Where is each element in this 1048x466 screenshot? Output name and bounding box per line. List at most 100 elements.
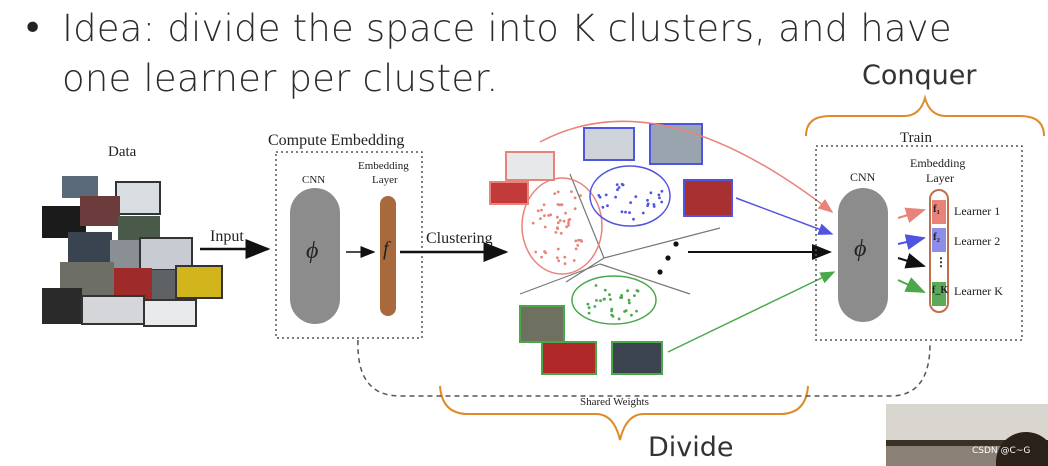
cluster-point — [562, 219, 566, 223]
green-sample-image — [519, 305, 565, 343]
cluster-point — [563, 255, 567, 259]
learner-2-arrow — [897, 234, 926, 250]
cnn-label-right: CNN — [850, 170, 876, 184]
cluster-point — [610, 307, 614, 311]
cluster-point — [629, 201, 632, 205]
cluster-point — [534, 250, 538, 254]
cluster-point — [573, 207, 577, 211]
cluster-point — [573, 196, 577, 200]
cluster-point — [652, 203, 656, 206]
cluster-point — [564, 211, 567, 215]
cluster-point — [624, 309, 628, 312]
cluster-point — [576, 244, 580, 247]
cluster-point — [567, 223, 570, 227]
webcam-overlay: CSDN @C~G — [886, 404, 1048, 466]
conquer-label: Conquer — [862, 60, 977, 91]
red-cluster-points — [531, 190, 584, 266]
cluster-point — [649, 191, 653, 195]
cluster-point — [586, 302, 590, 306]
cluster-point — [560, 203, 564, 207]
cluster-point — [630, 313, 633, 317]
cluster-point — [660, 200, 664, 204]
learner-segment-k — [932, 282, 946, 306]
phi-symbol-left: ϕ — [306, 238, 319, 264]
cluster-point — [567, 221, 570, 225]
cluster-point — [563, 262, 567, 266]
cluster-point — [555, 226, 559, 230]
cluster-point — [615, 183, 619, 187]
red-sample-image — [489, 181, 529, 205]
learner-segment-2 — [932, 228, 946, 252]
cluster-point — [558, 219, 562, 222]
cluster-point — [606, 204, 609, 208]
cluster-point — [539, 217, 542, 221]
cluster-point — [660, 189, 664, 193]
cluster-point — [628, 301, 631, 305]
blue-sample-image — [649, 123, 703, 165]
cluster-point — [547, 214, 550, 217]
cluster-point — [558, 203, 562, 207]
cluster-point — [610, 313, 614, 317]
cluster-point — [626, 289, 629, 293]
cluster-point — [579, 194, 582, 198]
cluster-point — [574, 247, 578, 251]
cluster-point — [601, 205, 605, 209]
webcam-shelf — [886, 440, 1048, 446]
cluster-point — [553, 192, 557, 196]
cnn-shape-right — [838, 188, 888, 322]
cluster-point — [587, 306, 591, 310]
cluster-point — [635, 289, 639, 292]
bullet-dot: • — [22, 8, 44, 49]
cluster-point — [595, 299, 598, 302]
clustering-label: Clustering — [426, 230, 493, 247]
cluster-point — [577, 238, 580, 242]
cluster-point — [616, 188, 619, 192]
train-label: Train — [900, 130, 932, 146]
cluster-point — [594, 284, 598, 287]
learner-segment-1 — [932, 200, 946, 224]
cluster-point — [587, 311, 591, 315]
cluster-point — [632, 217, 635, 221]
cluster-point — [568, 218, 572, 221]
learner-2-symbol: f₂ — [933, 231, 940, 243]
cluster-point — [556, 221, 560, 225]
cluster-boundary — [603, 227, 721, 259]
cluster-point — [559, 231, 563, 235]
cluster-boundary — [519, 263, 601, 295]
cluster-point — [604, 193, 608, 197]
cluster-point — [646, 204, 649, 208]
blue-cluster — [589, 165, 671, 227]
learner-k-symbol: f_K — [932, 285, 949, 296]
cluster-point — [598, 195, 602, 199]
cluster-point — [531, 221, 535, 225]
cluster-point — [633, 294, 636, 297]
cluster-point — [620, 294, 623, 297]
cnn-label-left: CNN — [302, 174, 326, 186]
cluster-point — [657, 193, 661, 197]
cluster-point — [617, 317, 621, 321]
cluster-point — [536, 209, 540, 213]
red-sample-image — [505, 151, 555, 181]
red-cluster — [521, 177, 603, 275]
learner-k-arrow — [897, 277, 926, 293]
cluster-point — [574, 239, 578, 243]
cluster-point — [620, 296, 624, 299]
cluster-point — [658, 196, 661, 200]
shared-weights-connector — [357, 339, 931, 397]
input-label: Input — [210, 228, 244, 245]
cluster-point — [579, 238, 583, 242]
cluster-point — [641, 211, 645, 215]
divide-brace — [439, 385, 809, 441]
cluster-point — [620, 210, 624, 214]
green-sample-image — [611, 341, 663, 375]
divide-label: Divide — [648, 432, 734, 463]
cluster-point — [635, 309, 638, 313]
cluster-point — [556, 256, 559, 260]
cluster-point — [542, 203, 546, 207]
embedding-layer-bar-left — [380, 196, 396, 316]
ellipsis-dot — [673, 241, 679, 247]
blue-sample-image — [583, 127, 635, 161]
embedding-layer-label-right-1: Embedding — [910, 156, 966, 170]
